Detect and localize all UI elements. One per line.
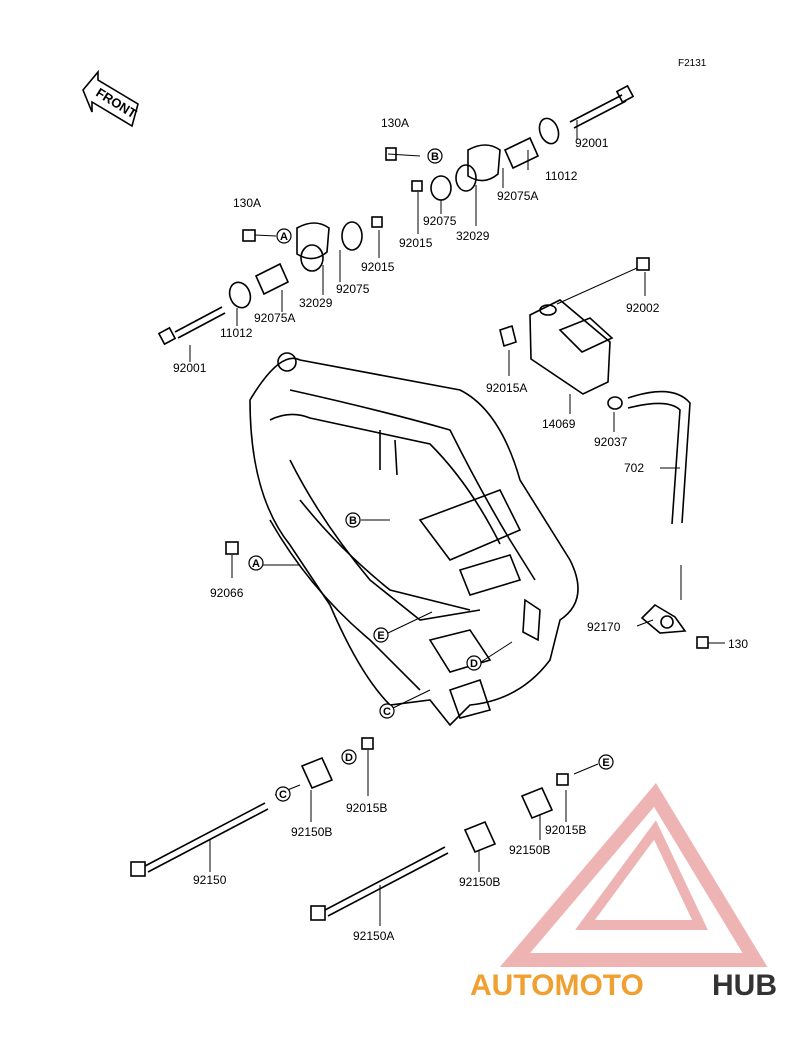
label-92015-top: 92015 xyxy=(399,236,433,250)
ref-circle-e-frame: E xyxy=(373,627,389,643)
label-92150a: 92150A xyxy=(353,929,394,943)
label-32029-left: 32029 xyxy=(299,296,333,310)
ref-e-lower-label: E xyxy=(602,757,609,769)
label-32029-top: 32029 xyxy=(456,229,490,243)
label-130: 130 xyxy=(728,637,748,651)
label-92037: 92037 xyxy=(594,435,628,449)
label-92170: 92170 xyxy=(587,620,621,634)
ref-circle-d-lower: D xyxy=(341,749,357,765)
ref-d-frame-label: D xyxy=(470,658,478,670)
label-92002: 92002 xyxy=(626,301,660,315)
ref-a-frame-label: A xyxy=(252,558,260,570)
mount-assembly-left xyxy=(157,216,383,362)
watermark-logo xyxy=(499,783,768,967)
label-92150b-b: 92150B xyxy=(459,875,500,889)
label-11012-left: 11012 xyxy=(220,326,253,340)
label-14069: 14069 xyxy=(542,417,576,431)
label-92075-top: 92075 xyxy=(423,214,457,228)
ref-b-frame-label: B xyxy=(349,515,357,527)
ref-c-lower-label: C xyxy=(279,789,287,801)
label-92015b-b: 92015B xyxy=(545,823,586,837)
label-92001-top: 92001 xyxy=(575,136,609,150)
main-frame xyxy=(225,352,579,727)
label-92015a: 92015A xyxy=(486,381,527,395)
label-92075a-left: 92075A xyxy=(254,311,295,325)
ref-circle-c-lower: C xyxy=(275,786,291,802)
lower-engine-mounts xyxy=(130,737,599,926)
ref-e-frame-label: E xyxy=(377,630,384,642)
ref-c-frame-label: C xyxy=(383,706,391,718)
ref-circle-c-frame: C xyxy=(379,703,395,719)
ref-a-label-top: A xyxy=(280,231,288,243)
label-92075a-top: 92075A xyxy=(497,189,538,203)
watermark-text-1: AUTOMOTO xyxy=(470,969,644,1002)
label-92015b-a: 92015B xyxy=(346,801,387,815)
label-92001-left: 92001 xyxy=(173,361,207,375)
ref-circle-a-frame: A xyxy=(248,555,264,571)
label-92150b-c: 92150B xyxy=(509,843,550,857)
label-92075-left: 92075 xyxy=(336,282,370,296)
label-11012-top: 11012 xyxy=(545,169,578,183)
ref-d-lower-label: D xyxy=(345,752,353,764)
ref-circle-e-lower: E xyxy=(598,754,614,770)
ref-circle-b-top: B xyxy=(427,148,443,164)
mount-assembly-top xyxy=(385,84,635,234)
label-130a-top: 130A xyxy=(381,116,409,130)
reservoir-tank xyxy=(499,257,725,649)
ref-b-label: B xyxy=(431,151,439,163)
watermark-text-2: HUB xyxy=(712,969,777,1002)
label-702: 702 xyxy=(624,461,644,475)
label-92066: 92066 xyxy=(210,586,244,600)
label-92150: 92150 xyxy=(193,873,227,887)
ref-circle-b-frame: B xyxy=(345,512,361,528)
label-130a-left: 130A xyxy=(233,196,261,210)
ref-circle-d-frame: D xyxy=(466,655,482,671)
figure-code: F2131 xyxy=(678,58,707,69)
label-92150b-a: 92150B xyxy=(291,825,332,839)
front-arrow-icon: FRONT xyxy=(82,69,139,128)
ref-circle-a-top: A xyxy=(276,228,292,244)
label-92015-left: 92015 xyxy=(361,260,395,274)
